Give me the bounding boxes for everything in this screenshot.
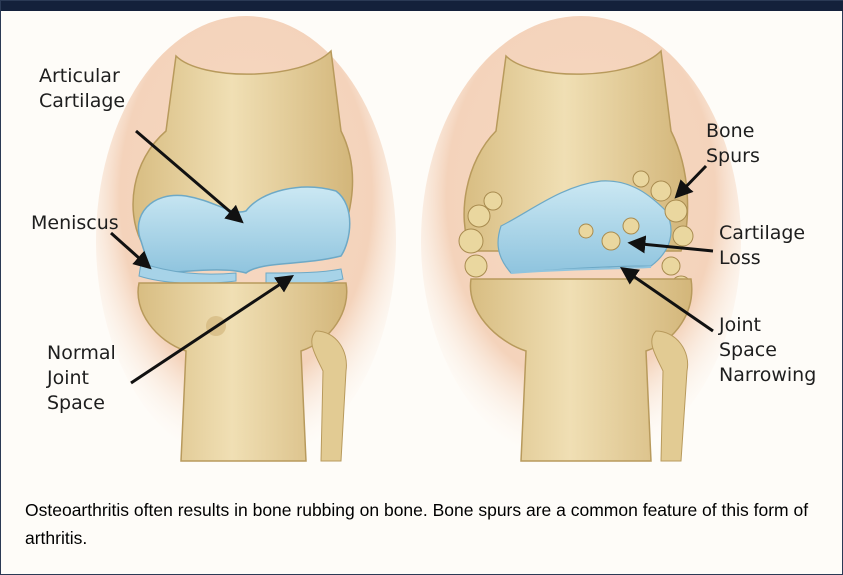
arthritic-knee xyxy=(421,16,741,466)
knee-illustration xyxy=(1,11,843,481)
label-articular-cartilage: Articular Cartilage xyxy=(39,64,125,114)
figure-caption: Osteoarthritis often results in bone rub… xyxy=(25,496,825,552)
label-normal-joint-space: Normal Joint Space xyxy=(47,341,116,416)
label-meniscus: Meniscus xyxy=(31,211,119,236)
top-band xyxy=(1,1,843,11)
label-joint-space-narrowing: Joint Space Narrowing xyxy=(719,313,816,388)
label-cartilage-loss: Cartilage Loss xyxy=(719,221,805,271)
label-bone-spurs: Bone Spurs xyxy=(706,119,760,169)
healthy-knee xyxy=(96,16,396,466)
